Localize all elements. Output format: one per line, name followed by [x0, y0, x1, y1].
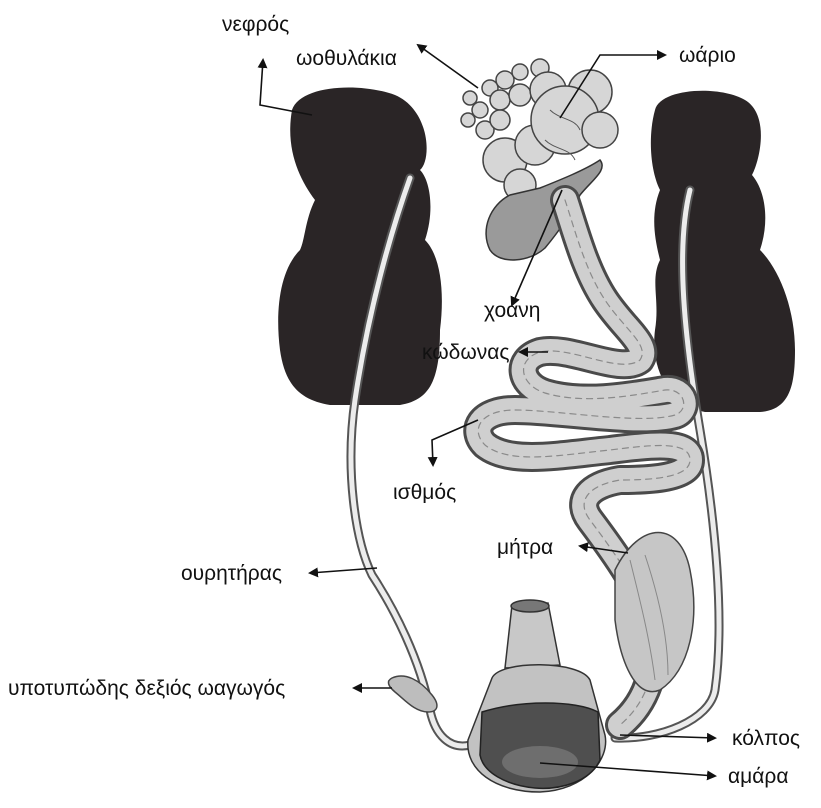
label-ampulla: κώδωνας	[422, 342, 510, 363]
label-vestigial-oviduct: υποτυπώδης δεξιός ωαγωγός	[8, 678, 285, 699]
label-vagina: κόλπος	[732, 728, 800, 749]
right-kidney	[651, 91, 795, 412]
label-kidney: νεφρός	[222, 14, 289, 35]
vestigial-right-oviduct	[388, 676, 436, 712]
cloaca-structure	[468, 600, 606, 792]
label-isthmus: ισθμός	[393, 482, 456, 503]
label-ureter: ουρητήρας	[181, 563, 282, 584]
label-cloaca: αμάρα	[728, 766, 788, 787]
label-uterus: μήτρα	[497, 537, 553, 558]
uterus-bulge	[615, 533, 694, 692]
label-ovary: ωάριο	[679, 45, 736, 66]
label-follicles: ωοθυλάκια	[296, 48, 397, 69]
label-funnel: χοάνη	[484, 300, 540, 321]
